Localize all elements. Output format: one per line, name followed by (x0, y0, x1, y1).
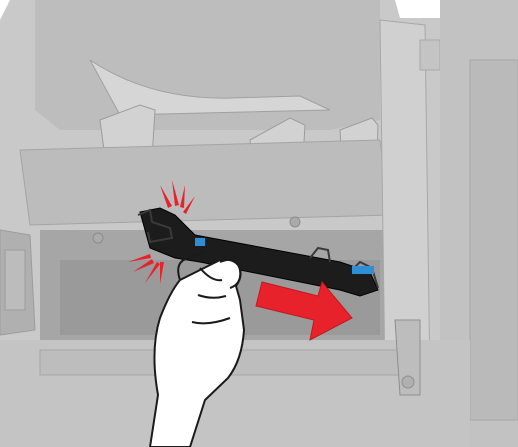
blue-tab-left (195, 238, 205, 246)
blue-tab-right (352, 266, 374, 274)
